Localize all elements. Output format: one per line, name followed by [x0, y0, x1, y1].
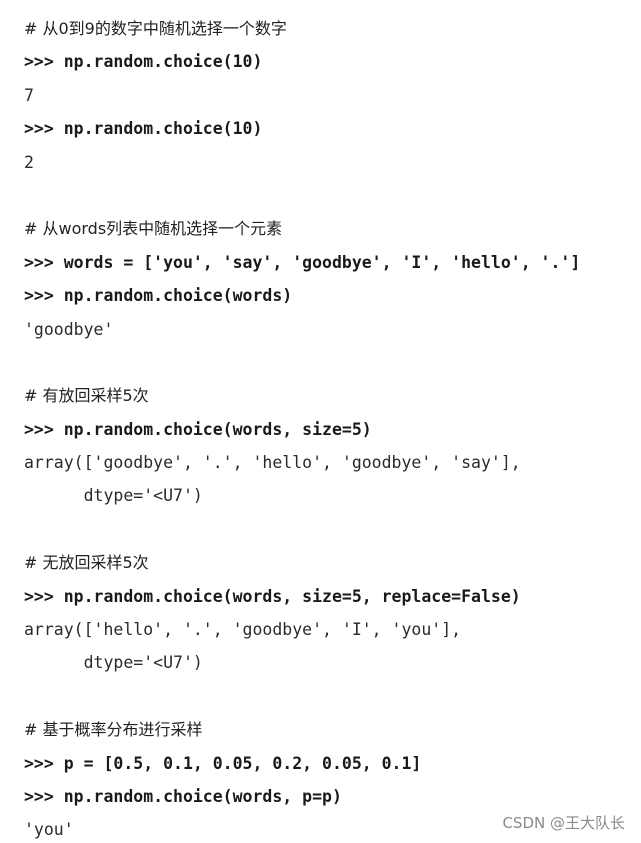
- code-line-prompt: >>> np.random.choice(words, size=5, repl…: [24, 586, 521, 606]
- code-line-comment: # 从0到9的数字中随机选择一个数字: [24, 19, 287, 38]
- code-line-comment: # 有放回采样5次: [24, 386, 149, 406]
- code-line-output: 2: [24, 152, 34, 172]
- code-line-blank: [24, 179, 641, 212]
- code-line-prompt: >>> np.random.choice(10): [24, 119, 263, 139]
- code-line-comment: # 无放回采样5次: [24, 553, 149, 573]
- code-line-output: array(['hello', '.', 'goodbye', 'I', 'yo…: [24, 620, 462, 640]
- code-line-output: 'you': [24, 820, 74, 840]
- code-line-prompt: >>> words = ['you', 'say', 'goodbye', 'I…: [24, 252, 581, 272]
- code-line-prompt: >>> np.random.choice(words, size=5): [24, 419, 372, 439]
- code-line-blank: [24, 346, 641, 379]
- code-line-output: 7: [24, 85, 34, 105]
- code-block: # 从0到9的数字中随机选择一个数字 >>> np.random.choice(…: [24, 12, 641, 843]
- code-line-prompt: >>> np.random.choice(words, p=p): [24, 786, 342, 806]
- watermark: CSDN @王大队长: [502, 814, 625, 832]
- code-line-prompt: >>> p = [0.5, 0.1, 0.05, 0.2, 0.05, 0.1]: [24, 753, 422, 773]
- code-line-prompt: >>> np.random.choice(words): [24, 286, 293, 306]
- code-line-prompt: >>> np.random.choice(10): [24, 52, 263, 72]
- code-line-output: array(['goodbye', '.', 'hello', 'goodbye…: [24, 453, 521, 473]
- code-line-blank: [24, 513, 641, 546]
- code-line-output: dtype='<U7'): [24, 486, 203, 506]
- code-line-output: dtype='<U7'): [24, 653, 203, 673]
- code-line-comment: # 从words列表中随机选择一个元素: [24, 219, 283, 239]
- code-line-blank: [24, 680, 641, 713]
- code-line-output: 'goodbye': [24, 319, 114, 339]
- code-line-comment: # 基于概率分布进行采样: [24, 720, 203, 740]
